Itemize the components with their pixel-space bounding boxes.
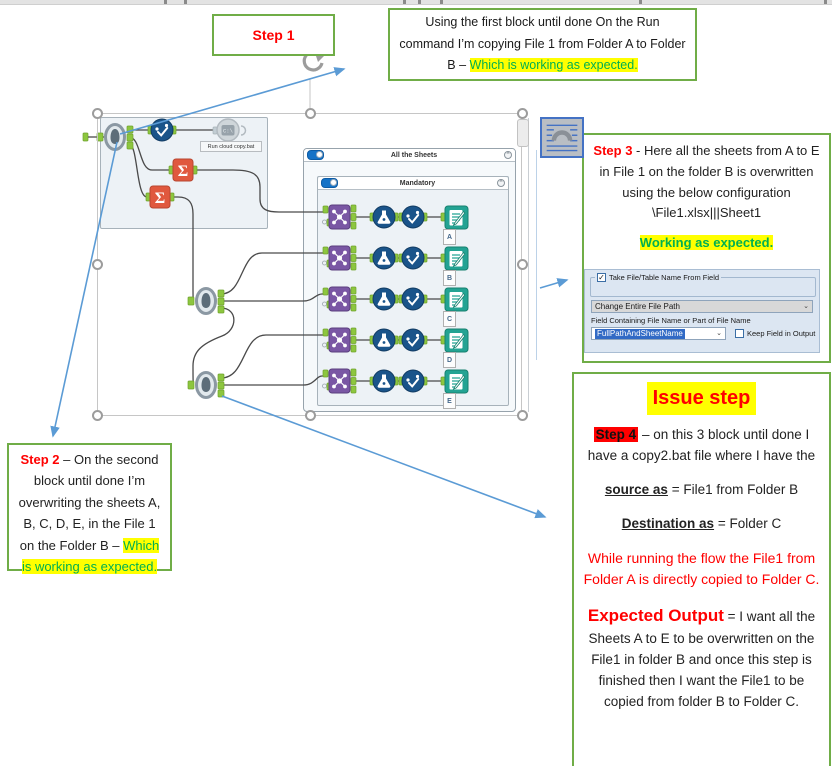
- container-toggle[interactable]: [307, 150, 324, 160]
- formula-tool[interactable]: [369, 243, 399, 273]
- canvas-edge-line: [528, 118, 529, 412]
- destination-label: Destination as: [621, 515, 715, 531]
- field-name-dropdown[interactable]: FullPathAndSheetName ⌄: [591, 327, 726, 340]
- resize-handle-top-center[interactable]: [305, 108, 316, 119]
- destination-value: = Folder C: [714, 515, 782, 531]
- join-tool[interactable]: [321, 366, 357, 396]
- issue-title: Issue step: [646, 382, 757, 415]
- step3-highlight-text: Working as expected.: [639, 235, 774, 251]
- formula-tool[interactable]: [369, 325, 399, 355]
- step1-description-text: Using the first block until done On the …: [399, 14, 686, 73]
- step4-paragraph: Step 4 – on this 3 block until done I ha…: [582, 425, 821, 467]
- issue-warning-text: While running the flow the File1 from Fo…: [583, 549, 820, 587]
- source-value: = File1 from Folder B: [667, 481, 799, 497]
- step1-highlight-text: Which is working as expected.: [469, 58, 638, 73]
- step2-callout: Step 2 – On the second block until done …: [7, 443, 172, 575]
- resize-handle-bottom-left[interactable]: [92, 410, 103, 421]
- output-data-tool[interactable]: [440, 202, 472, 232]
- issue-step-box: Issue step Step 4 – on this 3 block unti…: [572, 372, 831, 766]
- keep-field-checkbox[interactable]: [735, 329, 744, 338]
- container-title: Mandatory: [399, 179, 436, 187]
- step4-label: Step 4: [593, 427, 639, 442]
- resize-handle-top-right[interactable]: [517, 108, 528, 119]
- run-command-annotation: Run cloud copy.bat: [200, 141, 262, 152]
- container-toggle[interactable]: [321, 178, 338, 188]
- container-title: All the Sheets: [390, 151, 438, 159]
- output-data-tool[interactable]: [440, 325, 472, 355]
- join-tool[interactable]: [321, 243, 357, 273]
- block-until-done-tool-1[interactable]: [96, 120, 136, 154]
- formula-tool[interactable]: [369, 366, 399, 396]
- step1-description-box: Using the first block until done On the …: [388, 8, 697, 81]
- expected-output-label: Expected Output: [587, 605, 724, 625]
- collapse-icon[interactable]: ^: [497, 179, 505, 187]
- resize-handle-bottom-right[interactable]: [517, 410, 528, 421]
- sheet-label-comment: E: [443, 393, 456, 409]
- take-file-label: Take File/Table Name From Field: [609, 272, 720, 282]
- step2-text: – On the second block until done I’m ove…: [18, 452, 161, 553]
- scrollbar-line: [536, 150, 537, 360]
- output-tool-config-panel: ✓ Take File/Table Name From Field Change…: [584, 269, 820, 353]
- step3-text: - Here all the sheets from A to E in Fil…: [599, 143, 820, 221]
- top-cutoff-strip: [0, 0, 832, 5]
- summarize-tool-2[interactable]: [145, 182, 175, 212]
- resize-handle-mid-right[interactable]: [517, 259, 528, 270]
- step3-label: Step 3: [593, 143, 633, 158]
- join-tool[interactable]: [321, 202, 357, 232]
- field-name-value: FullPathAndSheetName: [595, 328, 685, 339]
- source-label: source as: [604, 481, 668, 497]
- select-tool[interactable]: [398, 325, 428, 355]
- select-tool-top[interactable]: [147, 115, 177, 145]
- resize-handle-top-left[interactable]: [92, 108, 103, 119]
- layout-options-icon[interactable]: [540, 117, 584, 158]
- step2-label: Step 2: [20, 452, 60, 467]
- output-data-tool[interactable]: [440, 243, 472, 273]
- join-tool[interactable]: [321, 284, 357, 314]
- field-containing-label: Field Containing File Name or Part of Fi…: [591, 316, 751, 325]
- collapse-icon[interactable]: ^: [504, 151, 512, 159]
- chevron-down-icon: ⌄: [803, 303, 809, 310]
- take-file-checkbox[interactable]: ✓: [597, 273, 606, 282]
- expected-output-text: = I want all the Sheets A to E to be ove…: [588, 608, 816, 709]
- file-path-mode-dropdown[interactable]: Change Entire File Path ⌄: [591, 300, 813, 313]
- resize-handle-bottom-center[interactable]: [305, 410, 316, 421]
- expected-output-paragraph: Expected Output = I want all the Sheets …: [582, 603, 821, 713]
- join-tool[interactable]: [321, 325, 357, 355]
- block-until-done-tool-2[interactable]: [187, 284, 227, 318]
- output-data-tool[interactable]: [440, 366, 472, 396]
- select-tool[interactable]: [398, 366, 428, 396]
- block-until-done-tool-3[interactable]: [187, 368, 227, 402]
- image-edge-tab: [517, 119, 529, 147]
- file-path-mode-value: Change Entire File Path: [595, 301, 680, 311]
- output-data-tool[interactable]: [440, 284, 472, 314]
- keep-field-label: Keep Field in Output: [747, 328, 816, 338]
- destination-line: Destination as = Folder C: [582, 514, 821, 535]
- step1-label: Step 1: [252, 27, 295, 43]
- select-tool[interactable]: [398, 202, 428, 232]
- select-tool[interactable]: [398, 284, 428, 314]
- chevron-down-icon: ⌄: [716, 330, 722, 337]
- step1-callout: Step 1: [212, 14, 335, 56]
- resize-handle-mid-left[interactable]: [92, 259, 103, 270]
- select-tool[interactable]: [398, 243, 428, 273]
- source-line: source as = File1 from Folder B: [582, 480, 821, 501]
- step4-text: – on this 3 block until done I have a co…: [587, 427, 816, 463]
- formula-tool[interactable]: [369, 284, 399, 314]
- summarize-tool-1[interactable]: [168, 155, 198, 185]
- formula-tool[interactable]: [369, 202, 399, 232]
